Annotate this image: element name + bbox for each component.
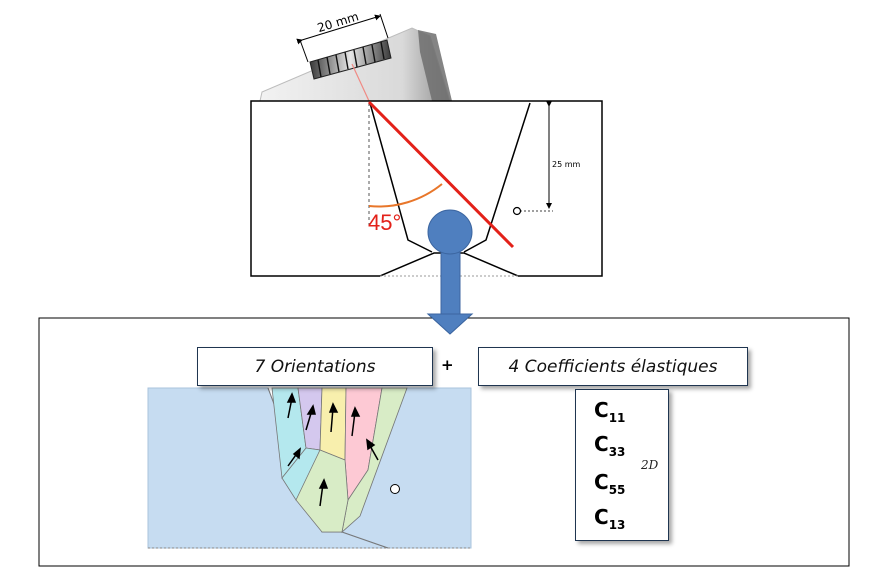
dimension-label: 2D xyxy=(641,458,659,472)
width-dimension xyxy=(296,13,389,63)
defect-hole xyxy=(512,206,522,216)
coefficient-c33: C33 xyxy=(594,432,626,459)
orientations-label: 7 Orientations xyxy=(254,356,376,377)
orientations-label-box: 7 Orientations xyxy=(197,347,433,386)
ultrasonic-beam xyxy=(367,100,515,249)
weld-specimen xyxy=(250,100,603,277)
probe-wedge xyxy=(259,27,452,102)
wedge-beam-line xyxy=(351,63,370,102)
coefficient-c55: C55 xyxy=(594,470,626,497)
coefficients-box: C11 C33 C55 C13 xyxy=(575,389,669,541)
coefficient-c11: C11 xyxy=(594,398,626,425)
grain-3 xyxy=(319,387,347,461)
coefficient-c13: C13 xyxy=(594,505,626,532)
coefficients-label: 4 Coefficients élastiques xyxy=(508,356,718,377)
angle-label: 45° xyxy=(368,210,401,235)
orientation-arrows xyxy=(286,392,379,507)
grain-model xyxy=(147,387,472,549)
depth-label: 25 mm xyxy=(552,160,581,169)
transducer xyxy=(309,39,392,80)
weld-bevel-left xyxy=(369,102,433,253)
coefficients-label-box: 4 Coefficients élastiques xyxy=(478,347,748,386)
plus-sign: + xyxy=(441,356,454,374)
angle-arc xyxy=(368,183,443,208)
defect-hole-model xyxy=(390,484,400,494)
weld-bevel-right xyxy=(463,102,531,253)
width-label: 20 mm xyxy=(316,9,361,35)
